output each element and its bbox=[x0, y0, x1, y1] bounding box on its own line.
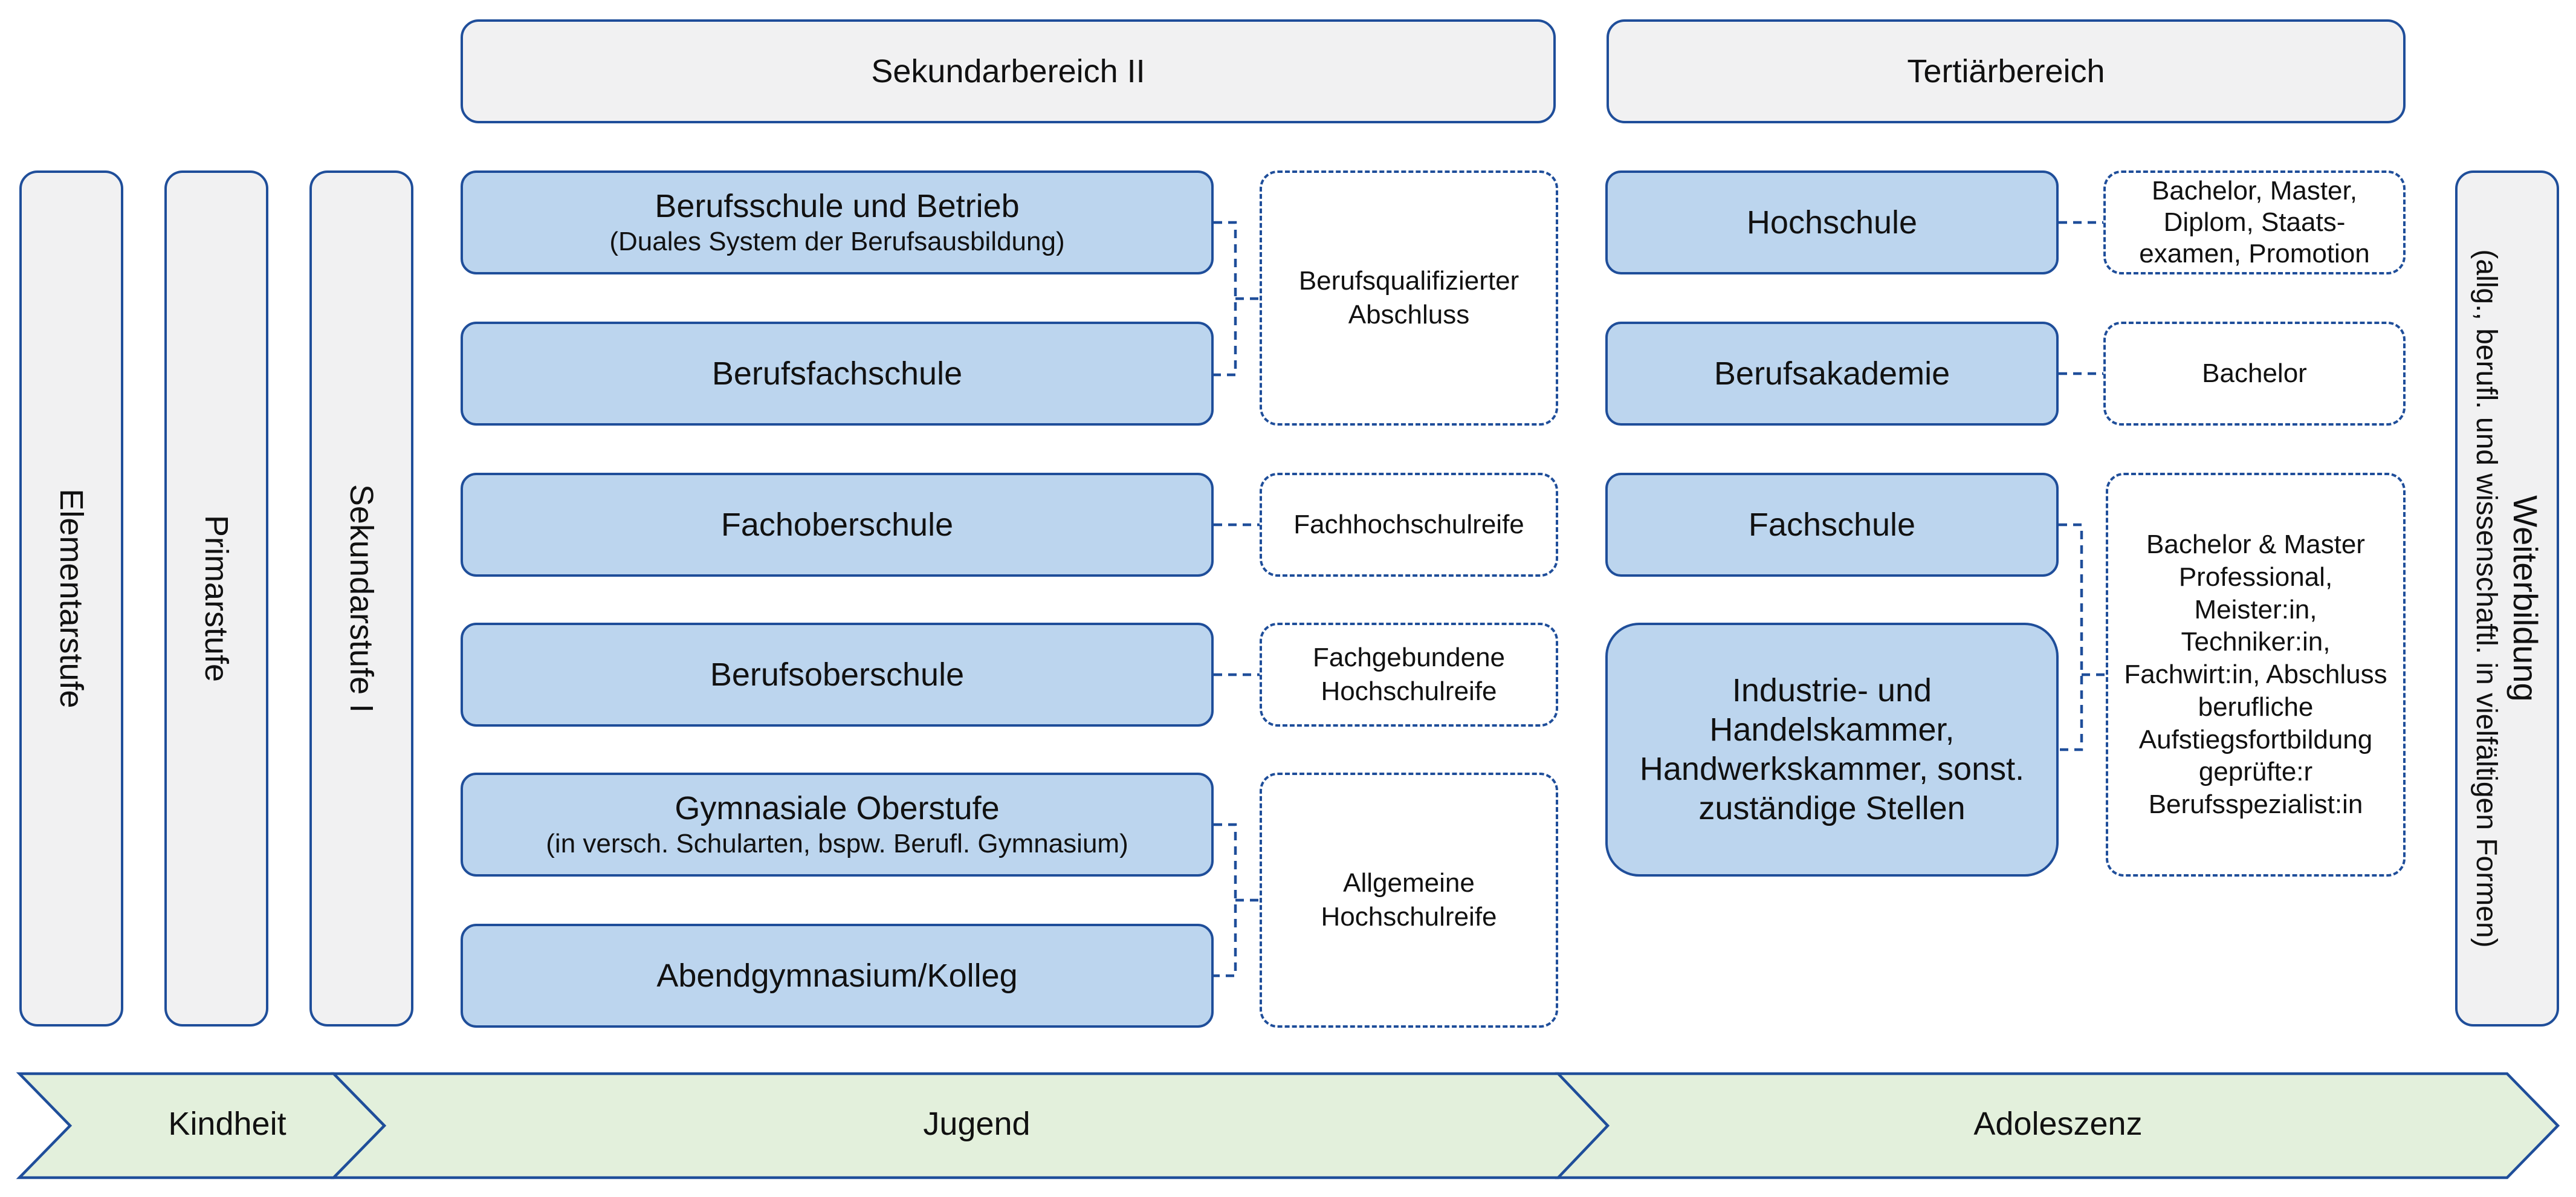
result-aufstiegsfortbildung: Bachelor & Master Professional, Meister:… bbox=[2106, 473, 2406, 877]
connector-berufsschule-berufsqualifiziert bbox=[1214, 221, 1237, 377]
life-stage-adoleszenz: Adoleszenz bbox=[1973, 1106, 2143, 1142]
aufstiegsfortbildung-label: Bachelor & Master Professional, Meister:… bbox=[2124, 530, 2387, 819]
school-berufsakademie: Berufsakademie bbox=[1605, 322, 2059, 426]
stage-elementarstufe: Elementarstufe bbox=[19, 170, 123, 1027]
connector-gymnasium-allgemein bbox=[1214, 823, 1237, 978]
hochschule-title: Hochschule bbox=[1746, 204, 1918, 241]
bachelor-label: Bachelor bbox=[2202, 358, 2307, 389]
connector-fachschule-kammer bbox=[2059, 523, 2083, 751]
abendgymnasium-title: Abendgymnasium/Kolleg bbox=[656, 957, 1018, 994]
berufsqualifiziert-label: Berufsqualifizierter Abschluss bbox=[1298, 266, 1519, 329]
school-fachoberschule: Fachoberschule bbox=[461, 473, 1214, 577]
gymnasiale-subtitle: (in versch. Schularten, bspw. Berufl. Gy… bbox=[546, 829, 1128, 858]
berufsakademie-title: Berufsakademie bbox=[1714, 355, 1950, 392]
school-fachschule: Fachschule bbox=[1605, 473, 2059, 577]
result-fachhochschulreife: Fachhochschulreife bbox=[1260, 473, 1558, 577]
stage-primarstufe: Primarstufe bbox=[164, 170, 268, 1027]
result-allgemeine-hochschulreife: Allgemeine Hochschulreife bbox=[1260, 773, 1558, 1028]
result-berufsqualifizierter-abschluss: Berufsqualifizierter Abschluss bbox=[1260, 170, 1558, 426]
fachschule-title: Fachschule bbox=[1748, 506, 1916, 543]
life-stage-jugend: Jugend bbox=[923, 1106, 1031, 1142]
stage-sekundarstufe-i: Sekundarstufe I bbox=[309, 170, 413, 1027]
result-bachelor: Bachelor bbox=[2103, 322, 2406, 426]
school-berufsfachschule: Berufsfachschule bbox=[461, 322, 1214, 426]
header-sekundarbereich-ii-label: Sekundarbereich II bbox=[871, 53, 1145, 89]
stage-weiterbildung: Weiterbildung (allg., berufl. und wissen… bbox=[2455, 170, 2559, 1027]
life-stage-kindheit: Kindheit bbox=[168, 1106, 286, 1142]
header-tertiaerbereich: Tertiärbereich bbox=[1607, 19, 2406, 123]
kammern-title: Industrie- und Handelskammer, Handwerksk… bbox=[1639, 672, 2025, 826]
hochschule-abschluesse-label: Bachelor, Master, Diplom, Staats-examen,… bbox=[2139, 176, 2370, 268]
school-abendgymnasium-kolleg: Abendgymnasium/Kolleg bbox=[461, 924, 1214, 1028]
arrow-segment-adoleszenz bbox=[1555, 1072, 2560, 1179]
result-hochschule-abschluesse: Bachelor, Master, Diplom, Staats-examen,… bbox=[2103, 170, 2406, 274]
berufsfachschule-title: Berufsfachschule bbox=[711, 355, 963, 392]
header-sekundarbereich-ii: Sekundarbereich II bbox=[461, 19, 1556, 123]
school-berufsoberschule: Berufsoberschule bbox=[461, 623, 1214, 727]
school-gymnasiale-oberstufe: Gymnasiale Oberstufe (in versch. Schular… bbox=[461, 773, 1214, 877]
fachhochschulreife-label: Fachhochschulreife bbox=[1293, 510, 1524, 540]
school-kammern: Industrie- und Handelskammer, Handwerksk… bbox=[1605, 623, 2059, 877]
fachgebunden-label: Fachgebundene Hochschulreife bbox=[1312, 643, 1506, 706]
berufsoberschule-title: Berufsoberschule bbox=[710, 656, 965, 693]
result-fachgebundene-hochschulreife: Fachgebundene Hochschulreife bbox=[1260, 623, 1558, 727]
berufsschule-subtitle: (Duales System der Berufsausbildung) bbox=[609, 227, 1065, 256]
berufsschule-title: Berufsschule und Betrieb bbox=[655, 188, 1020, 225]
header-tertiaerbereich-label: Tertiärbereich bbox=[1907, 53, 2105, 89]
allgemein-label: Allgemeine Hochschulreife bbox=[1321, 868, 1497, 932]
school-berufsschule-betrieb: Berufsschule und Betrieb (Duales System … bbox=[461, 170, 1214, 274]
fachoberschule-title: Fachoberschule bbox=[720, 506, 954, 543]
school-hochschule: Hochschule bbox=[1605, 170, 2059, 274]
gymnasiale-title: Gymnasiale Oberstufe bbox=[675, 790, 1000, 827]
